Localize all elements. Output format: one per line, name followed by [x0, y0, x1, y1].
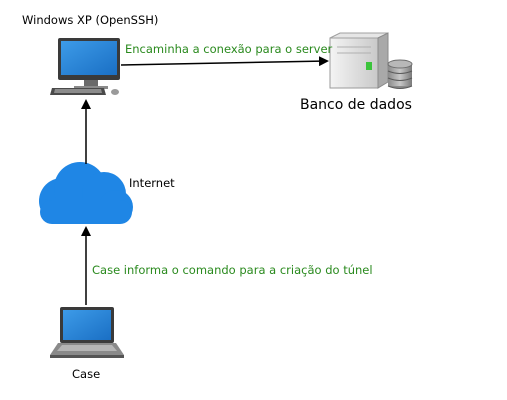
client-label: Case	[72, 367, 100, 381]
database-label: Banco de dados	[300, 97, 412, 113]
server-database-icon	[329, 32, 413, 89]
pc-to-server-label: Encaminha a conexão para o server	[125, 42, 333, 56]
cloud-icon	[39, 162, 133, 224]
arrow-pc-to-server	[120, 56, 329, 67]
windows-pc-label: Windows XP (OpenSSH)	[22, 13, 158, 27]
desktop-computer-icon	[50, 38, 120, 95]
client-to-internet-label: Case informa o comando para a criação do…	[92, 263, 373, 277]
laptop-icon	[50, 307, 124, 358]
internet-label: Internet	[129, 176, 175, 190]
